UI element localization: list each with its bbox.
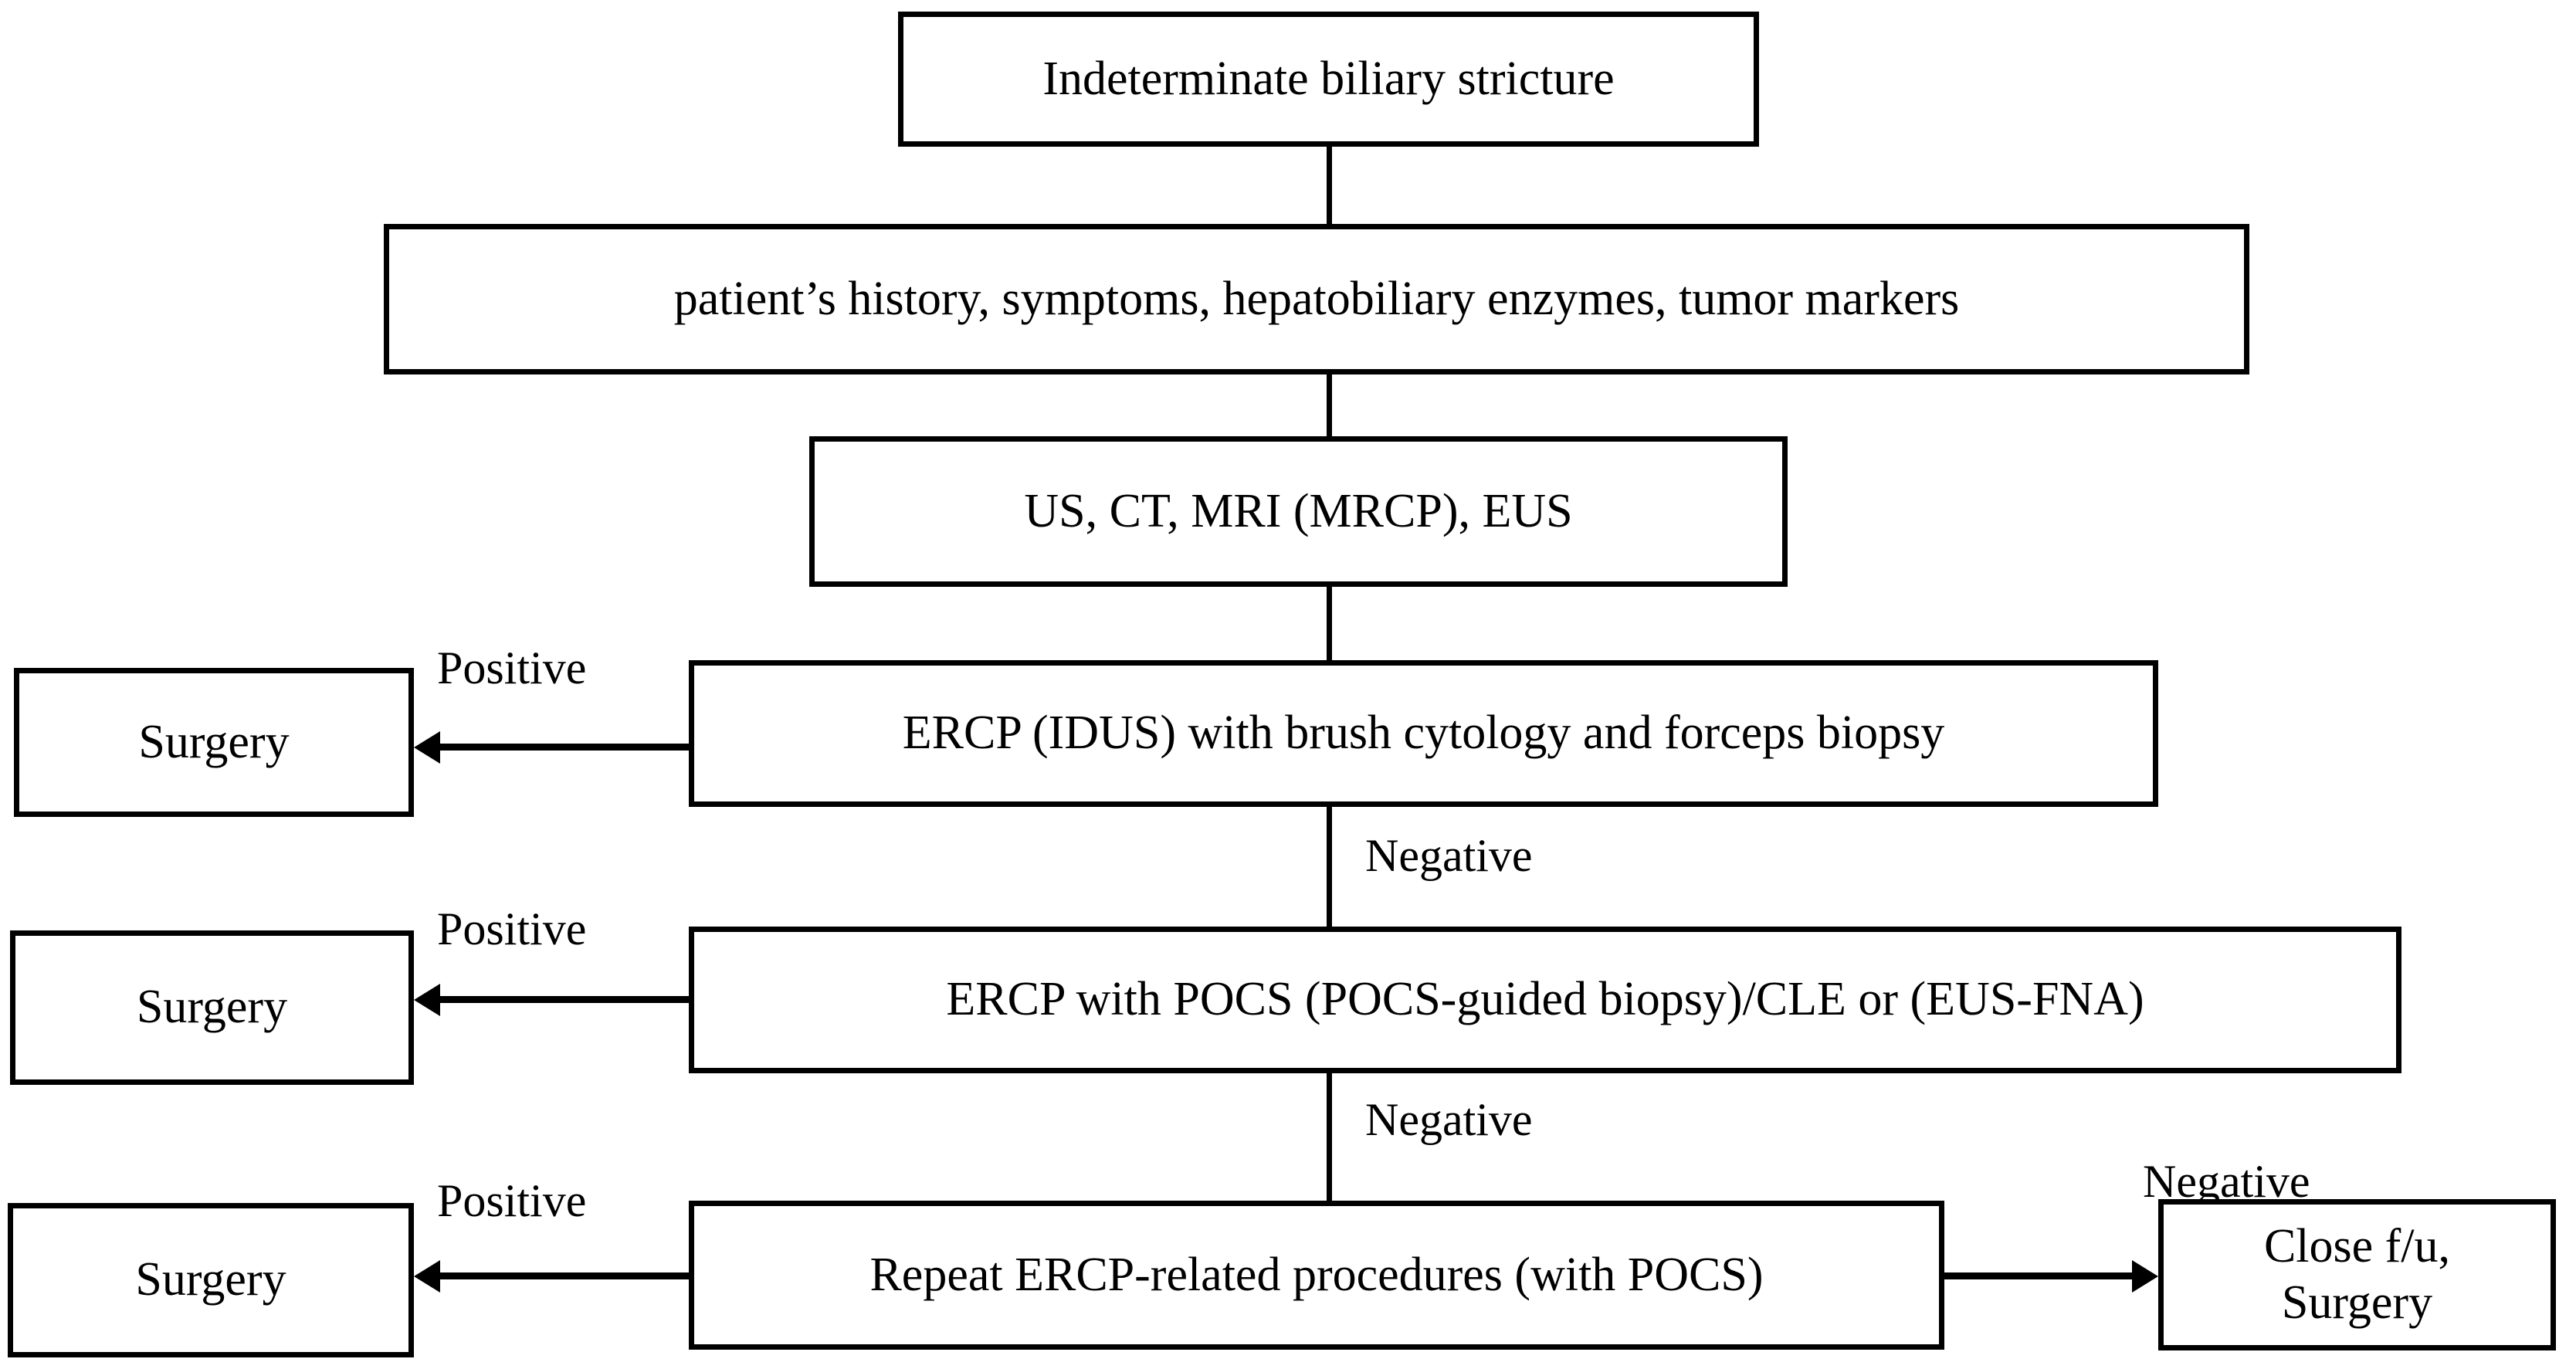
- edge-ercp-pocs-to-surgery-2: [440, 996, 691, 1003]
- node-ercp-pocs: ERCP with POCS (POCS-guided biopsy)/CLE …: [689, 927, 2401, 1073]
- node-label: patient’s history, symptoms, hepatobilia…: [673, 272, 1960, 325]
- node-repeat-ercp: Repeat ERCP-related procedures (with POC…: [689, 1201, 1944, 1350]
- node-label-line-2: Surgery: [2281, 1276, 2433, 1329]
- edge-repeat-ercp-to-close-fu: [1944, 1272, 2132, 1279]
- node-label: Indeterminate biliary stricture: [1042, 52, 1615, 105]
- edge-label-positive-2: Positive: [437, 903, 587, 954]
- edge-ercp-idus-to-surgery-1: [440, 744, 691, 751]
- node-label: US, CT, MRI (MRCP), EUS: [1024, 484, 1573, 537]
- connector-imaging-to-ercp-idus: [1327, 587, 1332, 660]
- node-label: Surgery: [138, 715, 290, 768]
- node-indeterminate-biliary-stricture: Indeterminate biliary stricture: [898, 12, 1759, 147]
- arrowhead-to-close-fu: [2132, 1260, 2158, 1293]
- node-surgery-2: Surgery: [10, 930, 414, 1085]
- node-ercp-idus: ERCP (IDUS) with brush cytology and forc…: [689, 660, 2158, 807]
- node-label: Surgery: [135, 1253, 286, 1306]
- node-label-line-1: Close f/u,: [2263, 1219, 2451, 1272]
- arrowhead-to-surgery-2: [414, 984, 440, 1016]
- node-label: Repeat ERCP-related procedures (with POC…: [869, 1248, 1764, 1301]
- edge-repeat-ercp-to-surgery-3: [440, 1272, 691, 1279]
- connector-stricture-to-workup: [1327, 147, 1332, 224]
- connector-workup-to-imaging: [1327, 374, 1332, 436]
- node-label: ERCP (IDUS) with brush cytology and forc…: [902, 707, 1945, 760]
- node-label: ERCP with POCS (POCS-guided biopsy)/CLE …: [946, 973, 2144, 1026]
- edge-label-positive-1: Positive: [437, 642, 587, 693]
- arrowhead-to-surgery-3: [414, 1260, 440, 1293]
- node-surgery-1: Surgery: [14, 668, 414, 817]
- node-surgery-3: Surgery: [8, 1203, 414, 1357]
- node-imaging-modalities: US, CT, MRI (MRCP), EUS: [809, 436, 1788, 587]
- connector-ercp-pocs-to-repeat-ercp: [1327, 1073, 1332, 1203]
- edge-label-positive-3: Positive: [437, 1175, 587, 1226]
- edge-label-negative-1: Negative: [1365, 830, 1533, 881]
- node-close-fu-surgery: Close f/u, Surgery: [2158, 1199, 2556, 1350]
- edge-label-negative-3: Negative: [2143, 1156, 2310, 1207]
- edge-label-negative-2: Negative: [1365, 1094, 1533, 1145]
- node-label: Surgery: [136, 981, 288, 1034]
- node-clinical-workup: patient’s history, symptoms, hepatobilia…: [384, 224, 2249, 374]
- connector-ercp-idus-to-ercp-pocs: [1327, 807, 1332, 927]
- arrowhead-to-surgery-1: [414, 731, 440, 764]
